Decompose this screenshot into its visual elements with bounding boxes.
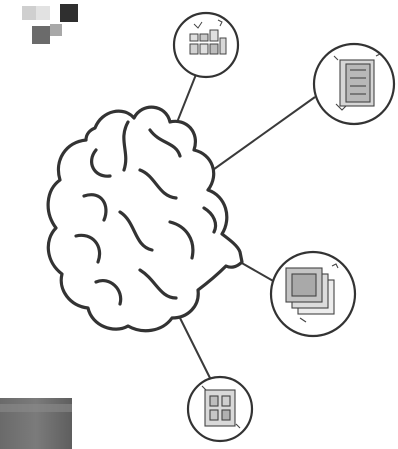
connector-lower-right: [239, 261, 276, 283]
connector-bottom: [179, 317, 211, 379]
node-top: [172, 11, 240, 79]
document-grid-icon: [201, 385, 241, 429]
connectors: [169, 71, 316, 379]
grid-chart-icon: [189, 19, 227, 55]
connector-upper-right: [195, 96, 316, 183]
layered-pages-icon: [285, 263, 339, 323]
node-lower-right: [269, 250, 357, 338]
node-bottom: [186, 375, 254, 443]
brain-icon: [46, 105, 244, 333]
node-upper-right: [312, 42, 396, 126]
corner-bar: [0, 398, 72, 449]
document-stack-icon: [333, 53, 381, 111]
pixel-squares: [22, 4, 78, 44]
